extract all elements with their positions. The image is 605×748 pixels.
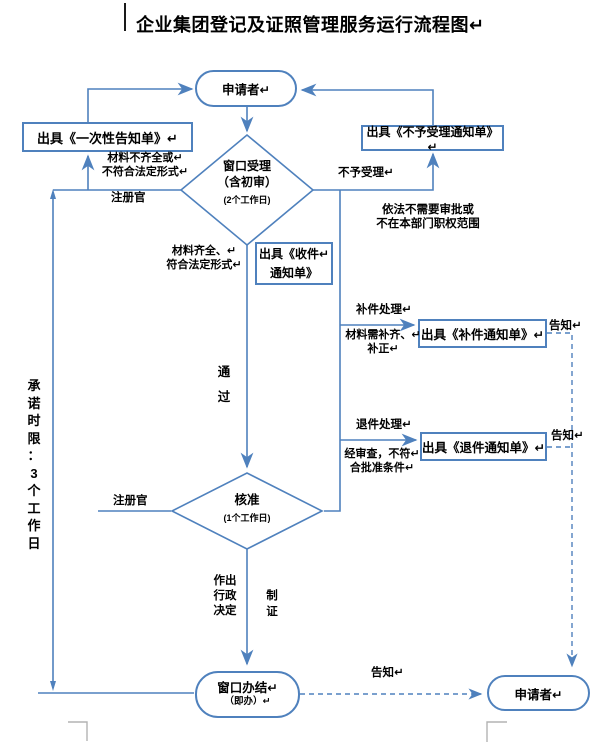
applicant-top-label: 申请者↵ xyxy=(222,83,270,97)
table-corner-mark-left xyxy=(68,721,88,741)
label-supplement-reason[interactable]: 材料需补齐、↵ 补正↵ xyxy=(345,329,421,355)
label-supplement-handling[interactable]: 补件处理↵ xyxy=(356,304,412,316)
label-registrar-bottom[interactable]: 注册官 xyxy=(113,495,148,507)
label-registrar-top[interactable]: 注册官 xyxy=(111,192,146,204)
span-arrow-up xyxy=(50,189,56,199)
connector-branch-line xyxy=(324,190,341,512)
return-notice-label: 出具《退件通知单》↵ xyxy=(422,441,545,455)
rejection-notice-label: 出具《不予受理通知单》↵ xyxy=(366,124,499,154)
label-no-approval-needed[interactable]: 依法不需要审批或 不在本部门职权范围 xyxy=(376,204,480,230)
label-return-reason[interactable]: 经审查，不符↵ 合批准条件↵ xyxy=(344,448,420,474)
label-pass[interactable]: 通 过 xyxy=(217,365,231,404)
connector-not-accepted xyxy=(313,152,440,191)
label-materials-complete[interactable]: 材料齐全、↵ 符合法定形式↵ xyxy=(166,245,242,271)
window-accept-diamond[interactable]: 窗口受理 （含初审） (2个工作日) xyxy=(182,158,312,206)
applicant-bottom-label: 申请者↵ xyxy=(514,687,563,702)
dashed-notify-right xyxy=(547,332,578,668)
label-notify-return[interactable]: 告知↵ xyxy=(551,430,584,442)
window-accept-line1: 窗口受理 xyxy=(222,159,271,173)
approval-diamond[interactable]: 核准 (1个工作日) xyxy=(182,492,312,524)
return-notice-box[interactable]: 出具《退件通知单》↵ xyxy=(420,432,547,461)
window-complete-line2: （即办）↵ xyxy=(224,696,271,707)
page-title[interactable]: 企业集团登记及证照管理服务运行流程图↵ xyxy=(136,15,485,35)
approval-line1: 核准 xyxy=(234,493,260,507)
label-return-handling[interactable]: 退件处理↵ xyxy=(356,419,412,431)
label-notify-supplement[interactable]: 告知↵ xyxy=(549,320,582,332)
label-commitment-limit[interactable]: 承 诺 时 限 ： 3 个 工 作 日 xyxy=(27,378,41,551)
window-complete-oval[interactable]: 窗口办结↵ （即办）↵ xyxy=(195,671,300,718)
label-certificate[interactable]: 制 证 xyxy=(266,590,278,618)
text-cursor xyxy=(124,3,126,31)
approval-diamond-shape[interactable] xyxy=(170,472,324,550)
window-complete-line1: 窗口办结↵ xyxy=(217,681,278,695)
applicant-oval-top[interactable]: 申请者↵ xyxy=(195,70,297,107)
applicant-oval-bottom[interactable]: 申请者↵ xyxy=(487,675,590,711)
window-accept-line3: (2个工作日) xyxy=(223,195,271,205)
label-notify-bottom[interactable]: 告知↵ xyxy=(371,667,404,679)
span-arrow-down xyxy=(50,681,56,691)
supplement-notice-label: 出具《补件通知单》↵ xyxy=(421,328,544,342)
approval-line2: (1个工作日) xyxy=(223,513,271,523)
label-admin-decision[interactable]: 作出 行政 决定 xyxy=(213,575,237,617)
connector-onetime-to-applicant xyxy=(87,82,194,122)
receipt-notice-box[interactable]: 出具《收件↵ 通知单》 xyxy=(255,242,333,285)
one-time-notice-box[interactable]: 出具《一次性告知单》↵ xyxy=(22,122,193,152)
connector-rejection-to-applicant xyxy=(300,83,434,125)
rejection-notice-box[interactable]: 出具《不予受理通知单》↵ xyxy=(361,124,504,154)
window-accept-line2: （含初审） xyxy=(216,175,277,189)
one-time-notice-label: 出具《一次性告知单》↵ xyxy=(37,130,178,146)
supplement-notice-box[interactable]: 出具《补件通知单》↵ xyxy=(418,319,547,348)
label-not-accepted[interactable]: 不予受理↵ xyxy=(338,167,394,179)
receipt-notice-label: 出具《收件↵ 通知单》 xyxy=(258,246,330,280)
label-materials-incomplete[interactable]: 材料不齐全或↵ 不符合法定形式↵ xyxy=(101,152,189,178)
table-corner-mark-right xyxy=(486,721,507,742)
